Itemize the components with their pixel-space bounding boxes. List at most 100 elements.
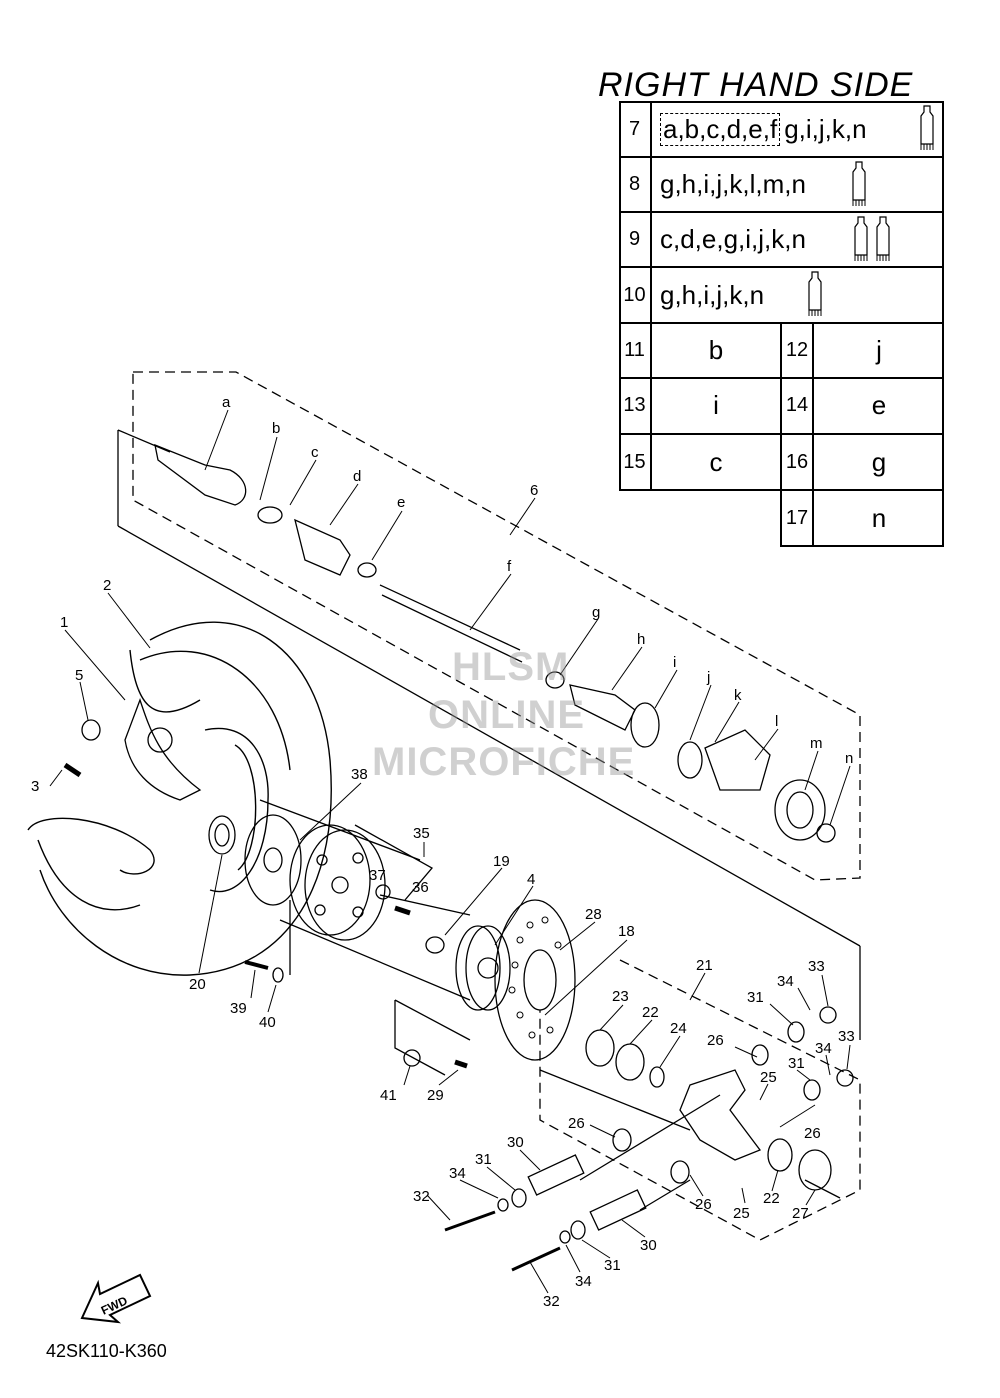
table-row-12-number: 12	[785, 339, 809, 361]
callout-l: l	[775, 713, 778, 730]
callout-33b: 33	[838, 1028, 855, 1045]
table-row-17-part: n	[871, 502, 887, 533]
watermark-line-1: HLSM	[452, 645, 570, 689]
callout-31b: 31	[747, 989, 764, 1006]
callout-b: b	[272, 420, 280, 437]
callout-2: 2	[103, 577, 111, 594]
callout-6: 6	[530, 482, 538, 499]
brake-disc	[494, 899, 576, 1061]
callout-19: 19	[493, 853, 510, 870]
table-row-12-part: j	[876, 335, 882, 365]
callout-g: g	[592, 604, 600, 621]
table-row-14-part: e	[871, 390, 887, 420]
callout-34b: 34	[777, 973, 794, 990]
callout-31c: 31	[788, 1055, 805, 1072]
watermark-line-2: ONLINE	[428, 693, 586, 737]
table-row-15-number: 15	[623, 450, 646, 473]
grease-tube-icon	[920, 105, 934, 150]
callout-25a: 25	[760, 1069, 777, 1086]
callout-32b: 32	[543, 1293, 560, 1310]
table-row-16-part: g	[871, 446, 887, 477]
callout-c: c	[311, 444, 319, 461]
callout-30b: 30	[640, 1237, 657, 1254]
table-row-9-number: 9	[628, 228, 641, 250]
table-row-10-parts: g,h,i,j,k,n	[660, 279, 765, 310]
callout-f: f	[507, 558, 512, 575]
callout-h: h	[637, 631, 645, 648]
watermark-line-3: MICROFICHE	[372, 740, 636, 784]
callout-37: 37	[369, 867, 386, 884]
callout-4: 4	[527, 871, 535, 888]
callout-1: 1	[60, 614, 68, 631]
table-row-7-other-parts: g,i,j,k,n	[784, 113, 867, 144]
callout-33a: 33	[808, 958, 825, 975]
table-row-11-part: b	[708, 335, 724, 365]
callout-5: 5	[75, 667, 83, 684]
callout-41: 41	[380, 1087, 397, 1104]
grease-tube-icon	[808, 271, 822, 316]
callout-35: 35	[413, 825, 430, 842]
callout-26c: 26	[695, 1196, 712, 1213]
diagram-code: 42SK110-K360	[46, 1341, 167, 1361]
callout-3: 3	[31, 778, 39, 795]
table-row-17-number: 17	[785, 506, 809, 529]
callout-34d: 34	[575, 1273, 592, 1290]
callout-18: 18	[618, 923, 635, 940]
callout-22a: 22	[642, 1004, 659, 1021]
callout-24: 24	[670, 1020, 687, 1037]
callout-32a: 32	[413, 1188, 430, 1205]
table-row-8-number: 8	[628, 173, 641, 195]
table-row-13-number: 13	[623, 394, 646, 416]
callout-d: d	[353, 468, 361, 485]
callout-40: 40	[259, 1014, 276, 1031]
callout-23: 23	[612, 988, 629, 1005]
callout-26b: 26	[568, 1115, 585, 1132]
callout-34c: 34	[815, 1040, 832, 1057]
callout-25b: 25	[733, 1205, 750, 1222]
table-row-11-number: 11	[624, 339, 645, 361]
table-row-8-parts: g,h,i,j,k,l,m,n	[660, 169, 806, 199]
table-row-15-part: c	[709, 446, 723, 477]
callout-a: a	[222, 394, 231, 411]
grease-tube-icon	[852, 161, 866, 206]
callout-m: m	[810, 735, 823, 752]
callout-28: 28	[585, 906, 602, 923]
fwd-label: FWD	[99, 1293, 130, 1317]
callout-e: e	[397, 494, 405, 511]
callout-22b: 22	[763, 1190, 780, 1207]
callout-21: 21	[696, 957, 713, 974]
fwd-arrow-icon	[80, 1273, 152, 1324]
callout-k: k	[734, 687, 742, 704]
table-row-7-number: 7	[628, 117, 641, 140]
callout-j: j	[706, 669, 710, 686]
table-row-16-number: 16	[785, 450, 809, 473]
callout-26d: 26	[804, 1125, 821, 1142]
callout-36: 36	[412, 879, 429, 896]
callout-30a: 30	[507, 1134, 524, 1151]
table-row-13-part: i	[713, 390, 719, 420]
grease-tube-icon	[876, 216, 890, 261]
callout-39: 39	[230, 1000, 247, 1017]
callout-29: 29	[427, 1087, 444, 1104]
table-row-14-number: 14	[785, 394, 809, 416]
table-row-10-number: 10	[623, 283, 646, 306]
shaft-assembly-dashed-box	[132, 371, 861, 881]
callout-26a: 26	[707, 1032, 724, 1049]
callout-20: 20	[189, 976, 206, 993]
tire	[27, 621, 332, 976]
callout-i: i	[673, 654, 676, 671]
callout-34a: 34	[449, 1165, 466, 1182]
callout-n: n	[845, 750, 853, 767]
callout-27: 27	[792, 1205, 809, 1222]
callout-31d: 31	[604, 1257, 621, 1274]
knuckle-assembly-dashed-box	[539, 959, 861, 1241]
page-title: RIGHT HAND SIDE	[598, 66, 914, 104]
wheel-rim	[124, 698, 202, 801]
table-row-9-parts: c,d,e,g,i,j,k,n	[660, 224, 806, 254]
callout-38: 38	[351, 766, 368, 783]
callout-31a: 31	[475, 1151, 492, 1168]
table-row-7-boxed-parts: a,b,c,d,e,f	[660, 112, 781, 146]
grease-tube-icon	[854, 216, 868, 261]
